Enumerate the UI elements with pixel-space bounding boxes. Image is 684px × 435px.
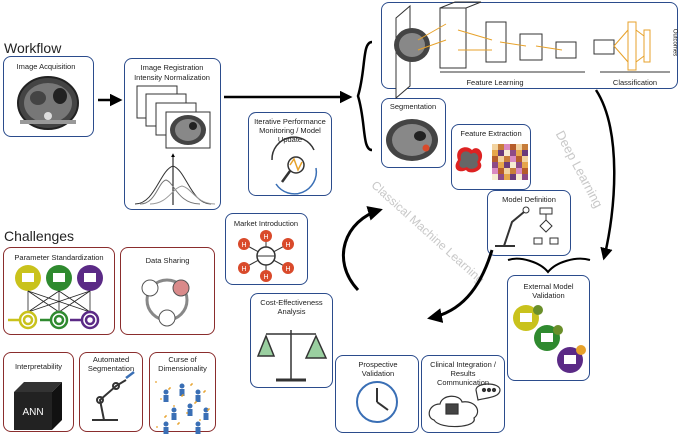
model-definition-label: Model Definition bbox=[502, 195, 556, 204]
curse-label-1: Curse of bbox=[168, 355, 197, 364]
cost-label-2: Analysis bbox=[277, 307, 306, 316]
clinical-label-3: Communication bbox=[436, 378, 490, 387]
external-validation-label-2: Validation bbox=[532, 291, 565, 300]
workflow-title: Workflow bbox=[4, 40, 62, 56]
outcomes-label: Outcomes bbox=[671, 28, 678, 57]
segmentation-label: Segmentation bbox=[389, 102, 437, 111]
clinical-label-1: Clinical Integration / bbox=[430, 360, 496, 369]
feature-learning-label: Feature Learning bbox=[466, 78, 524, 87]
automated-label-2: Segmentation bbox=[87, 364, 135, 373]
clinical-label-2: Results bbox=[450, 369, 476, 378]
data-sharing-label: Data Sharing bbox=[145, 256, 190, 265]
automated-label-1: Automated bbox=[92, 355, 130, 364]
iterative-label-1: Iterative Performance bbox=[254, 117, 326, 126]
external-validation-label-1: External Model bbox=[523, 282, 574, 291]
cost-label-1: Cost-Effectiveness bbox=[260, 298, 323, 307]
image-registration-label-1: Image Registration bbox=[140, 63, 204, 72]
challenges-title: Challenges bbox=[4, 228, 75, 244]
curse-label-2: Dimensionality bbox=[158, 364, 207, 373]
automated-segmentation-box bbox=[79, 352, 143, 432]
interpretability-label: Interpretability bbox=[14, 362, 63, 371]
classical-ml-path-label: Classical Machine Learning bbox=[368, 178, 488, 287]
prospective-label: Prospective Validation bbox=[358, 360, 398, 378]
parameter-standardization-label: Parameter Standardization bbox=[14, 253, 104, 262]
image-registration-label-2: Intensity Normalization bbox=[134, 73, 210, 82]
market-introduction-label: Market Introduction bbox=[233, 219, 299, 228]
deep-learning-network-box bbox=[381, 2, 678, 89]
feature-extraction-label: Feature Extraction bbox=[460, 129, 522, 138]
classification-label: Classification bbox=[612, 78, 658, 87]
image-acquisition-label: Image Acquisition bbox=[16, 62, 76, 71]
iterative-label-2: Monitoring / Model bbox=[259, 126, 321, 135]
iterative-label-3: Update bbox=[277, 135, 303, 144]
